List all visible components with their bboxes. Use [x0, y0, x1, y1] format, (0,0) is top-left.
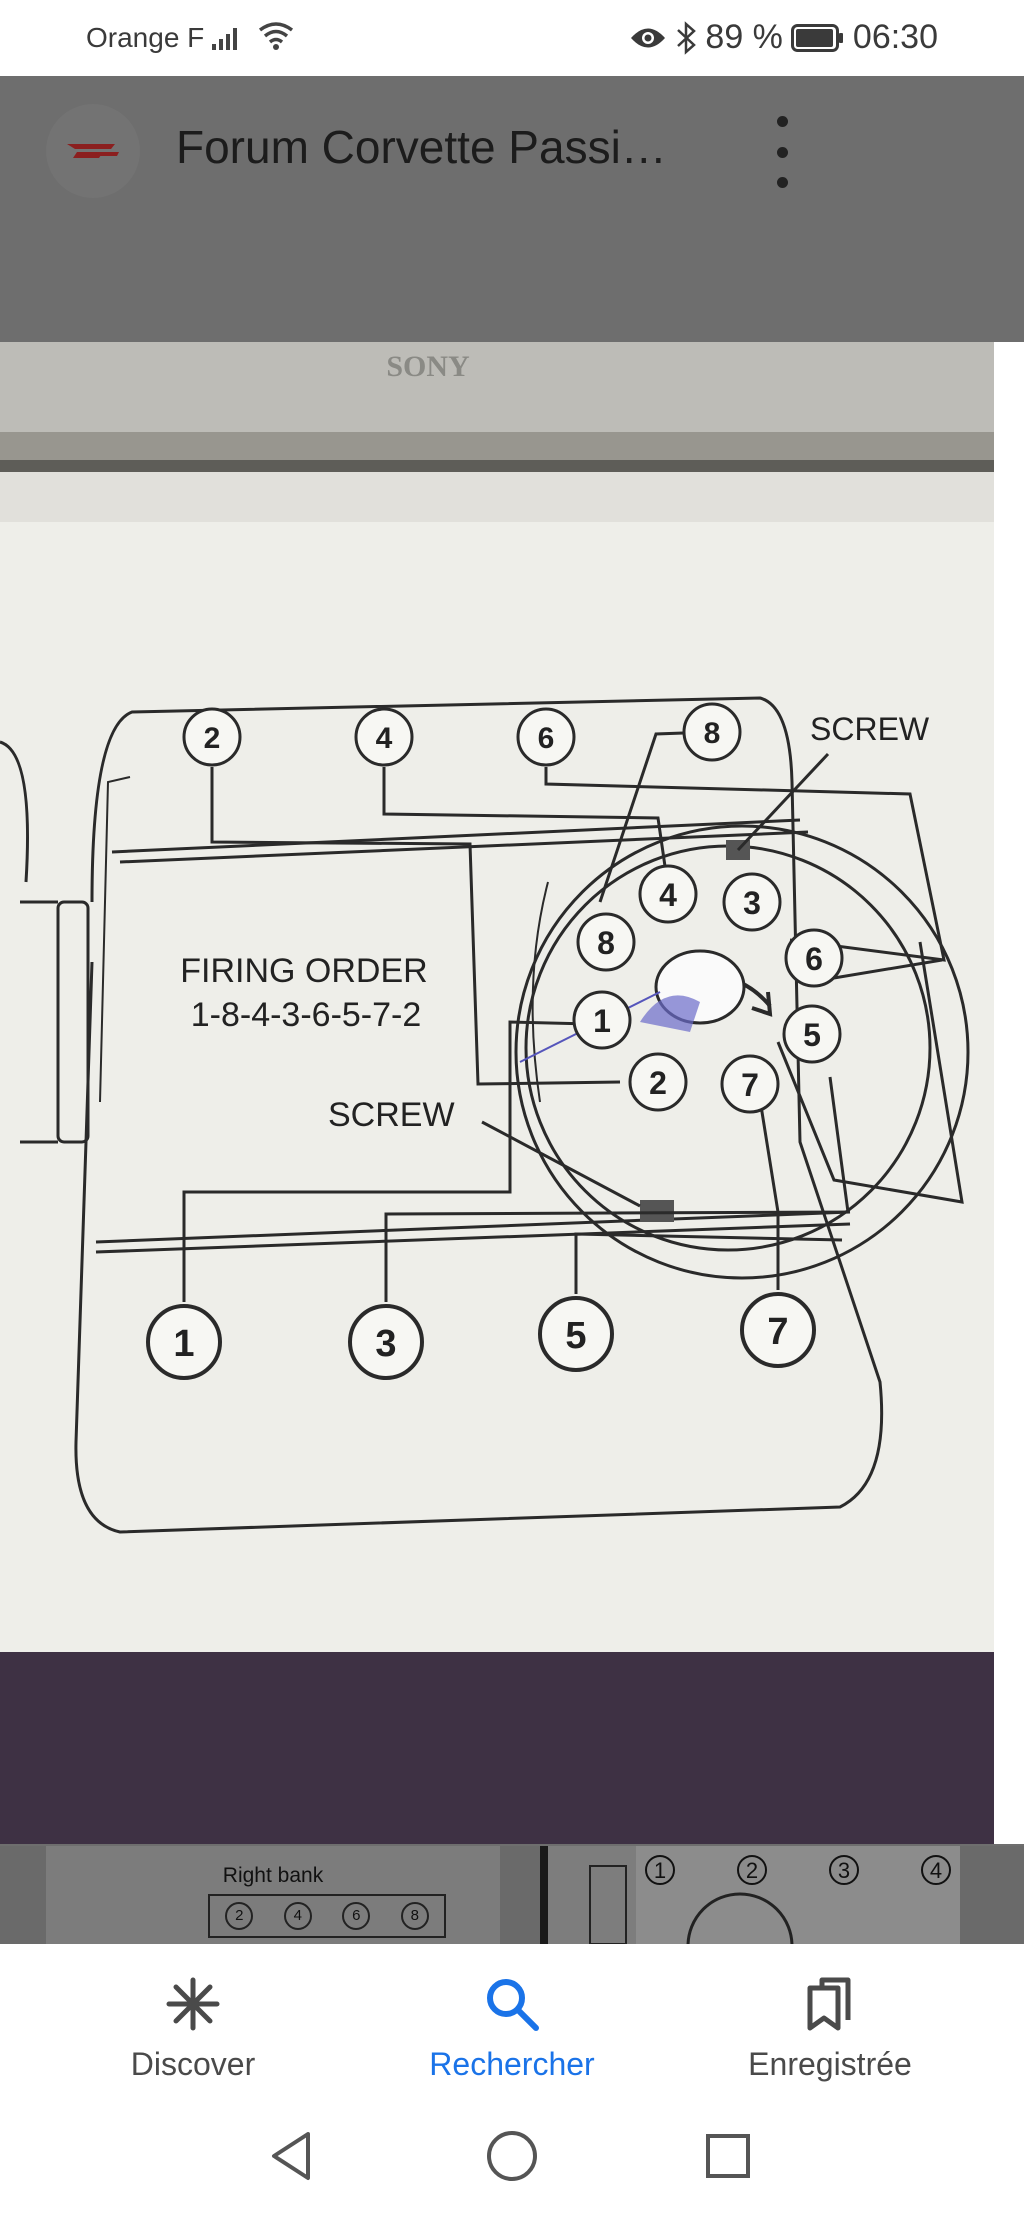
nav-saved-label: Enregistrée: [748, 2046, 912, 2082]
plug-top-2: 4: [376, 722, 393, 755]
clock: 06:30: [852, 18, 938, 56]
cap-terminal: 5: [803, 1017, 821, 1053]
thumb-number: 1: [654, 1858, 666, 1883]
plug-bottom-4: 7: [767, 1311, 788, 1353]
search-icon: [392, 1972, 632, 2036]
plug-bottom-3: 5: [565, 1315, 586, 1357]
thumb-plug: 4: [283, 1902, 312, 1930]
battery-icon: [790, 23, 843, 52]
cap-terminal: 2: [649, 1065, 667, 1101]
thumb-number: 4: [930, 1858, 942, 1883]
firing-order-title: FIRING ORDER: [180, 952, 427, 990]
cap-terminal: 4: [659, 877, 677, 913]
app-bar: Forum Corvette Passi…: [0, 76, 1024, 342]
home-icon[interactable]: [482, 2126, 542, 2186]
page-title: Forum Corvette Passi…: [176, 121, 667, 173]
cap-terminal: 6: [805, 941, 823, 977]
plug-bottom-2: 3: [375, 1323, 396, 1365]
nav-search[interactable]: Rechercher: [392, 1972, 632, 2083]
thumb-plug: 2: [225, 1902, 254, 1930]
bottom-plugs: 1 3 5 7: [146, 1292, 816, 1380]
firing-order-sequence: 1-8-4-3-6-5-7-2: [191, 996, 422, 1034]
thumbnail-1[interactable]: Right bank 2 4 6 8: [46, 1846, 500, 1944]
plug-top-1: 2: [204, 722, 221, 755]
cap-terminal: 3: [743, 885, 761, 921]
nav-search-label: Rechercher: [429, 2046, 595, 2082]
more-vert-icon[interactable]: [762, 116, 802, 188]
screw-label-bottom: SCREW: [328, 1096, 455, 1134]
brand-label: SONY: [386, 350, 470, 383]
cap-terminal: 7: [741, 1067, 759, 1103]
top-plugs: 2 4 6 8: [182, 702, 742, 767]
cap-terminals: 4 3 8 6 1 5 2 7: [572, 864, 844, 1114]
thumb-number: 2: [746, 1858, 758, 1883]
recents-icon[interactable]: [698, 2126, 758, 2186]
thumbnail-1-plugs: 2 4 6 8: [208, 1894, 446, 1938]
nav-discover[interactable]: Discover: [73, 1972, 313, 2083]
cap-terminal: 1: [593, 1003, 611, 1039]
battery-percent: 89 %: [705, 18, 783, 56]
site-logo-icon[interactable]: [46, 104, 140, 198]
nav-saved[interactable]: Enregistrée: [710, 1972, 950, 2083]
cap-terminal: 8: [597, 925, 615, 961]
thumbnail-strip: Right bank 2 4 6 8 1 2 3 4: [0, 1846, 1024, 1944]
screw-label-top: SCREW: [810, 711, 930, 747]
thumb-plug: 6: [342, 1902, 371, 1930]
bookmarks-icon: [710, 1972, 950, 2036]
nav-discover-label: Discover: [130, 2046, 256, 2082]
image-viewer[interactable]: SONY: [0, 342, 994, 1844]
signal-icon: [212, 28, 237, 50]
carrier-label: Orange F: [86, 22, 205, 53]
thumbnail-2[interactable]: 1 2 3 4: [540, 1846, 960, 1944]
asterisk-icon: [73, 1972, 313, 2036]
plug-bottom-1: 1: [173, 1323, 194, 1365]
viewer-edge: [994, 342, 1024, 1844]
thumbnail-1-title: Right bank: [222, 1864, 324, 1887]
eye-icon: [631, 28, 666, 47]
plug-top-4: 8: [704, 717, 721, 750]
thumb-2-numbers: 1 2 3 4: [645, 1855, 951, 1885]
back-icon[interactable]: [262, 2126, 322, 2186]
thumb-number: 3: [838, 1858, 850, 1883]
bluetooth-icon: [677, 20, 697, 55]
status-right: 89 % 06:30: [629, 18, 938, 57]
thumb-plug: 8: [400, 1902, 429, 1930]
system-navigation: [0, 2094, 1024, 2219]
wifi-icon: [258, 22, 294, 50]
firing-order-photo: SONY: [0, 342, 994, 1844]
status-bar: Orange F 89 % 06:30: [0, 0, 1024, 76]
bottom-navigation: Discover Rechercher Enregistrée: [0, 1944, 1024, 2094]
plug-top-3: 6: [538, 722, 555, 755]
